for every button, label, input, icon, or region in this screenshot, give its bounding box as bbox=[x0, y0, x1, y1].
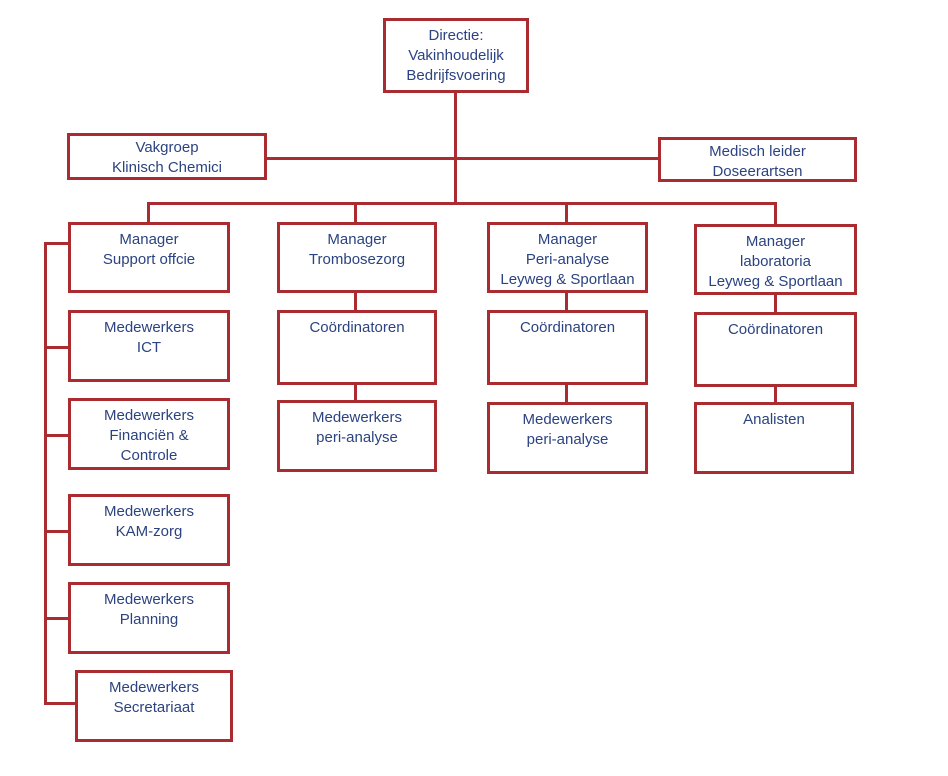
org-box-coordinatoren-trombosezorg: Coördinatoren bbox=[277, 310, 437, 385]
org-box-medewerkers-financien-controle: Medewerkers Financiën & Controle bbox=[68, 398, 230, 470]
connector-stub-financien bbox=[44, 434, 68, 437]
connector-drop-manager-lab bbox=[774, 202, 777, 224]
connector-directie-down bbox=[454, 93, 457, 202]
connector-lab-coordinatoren bbox=[774, 295, 777, 312]
connector-drop-manager-trombose bbox=[354, 202, 357, 222]
org-box-manager-trombosezorg: Manager Trombosezorg bbox=[277, 222, 437, 293]
connector-peri-coordinatoren bbox=[565, 293, 568, 310]
org-box-medewerkers-peri-analyse-peri: Medewerkers peri-analyse bbox=[487, 402, 648, 474]
connector-coordinatoren-medewerkers-trombose bbox=[354, 385, 357, 400]
org-box-medewerkers-ict: Medewerkers ICT bbox=[68, 310, 230, 382]
connector-stub-planning bbox=[44, 617, 68, 620]
org-box-medewerkers-kam-zorg: Medewerkers KAM-zorg bbox=[68, 494, 230, 566]
connector-stub-ict bbox=[44, 346, 68, 349]
connector-support-spine bbox=[44, 242, 47, 705]
org-box-manager-laboratoria: Manager laboratoria Leyweg & Sportlaan bbox=[694, 224, 857, 295]
connector-coordinatoren-medewerkers-peri bbox=[565, 385, 568, 402]
org-box-medisch-leider-doseerartsen: Medisch leider Doseerartsen bbox=[658, 137, 857, 182]
org-box-manager-peri-analyse: Manager Peri-analyse Leyweg & Sportlaan bbox=[487, 222, 648, 293]
connector-coordinatoren-analisten bbox=[774, 387, 777, 402]
org-box-analisten: Analisten bbox=[694, 402, 854, 474]
org-box-coordinatoren-peri-analyse: Coördinatoren bbox=[487, 310, 648, 385]
org-box-manager-support-offcie: Manager Support offcie bbox=[68, 222, 230, 293]
org-box-directie: Directie: Vakinhoudelijk Bedrijfsvoering bbox=[383, 18, 529, 93]
connector-stub-secretariaat bbox=[44, 702, 75, 705]
connector-drop-manager-peri bbox=[565, 202, 568, 222]
org-box-coordinatoren-laboratoria: Coördinatoren bbox=[694, 312, 857, 387]
org-box-medewerkers-secretariaat: Medewerkers Secretariaat bbox=[75, 670, 233, 742]
connector-stub-manager-support bbox=[44, 242, 68, 245]
connector-manager-bar bbox=[147, 202, 777, 205]
connector-trombose-coordinatoren bbox=[354, 293, 357, 310]
connector-drop-manager-support bbox=[147, 202, 150, 222]
connector-stub-kam bbox=[44, 530, 68, 533]
connector-side-horizontal bbox=[267, 157, 658, 160]
org-box-medewerkers-peri-analyse-trombosezorg: Medewerkers peri-analyse bbox=[277, 400, 437, 472]
org-box-medewerkers-planning: Medewerkers Planning bbox=[68, 582, 230, 654]
org-box-vakgroep-klinisch-chemici: Vakgroep Klinisch Chemici bbox=[67, 133, 267, 180]
